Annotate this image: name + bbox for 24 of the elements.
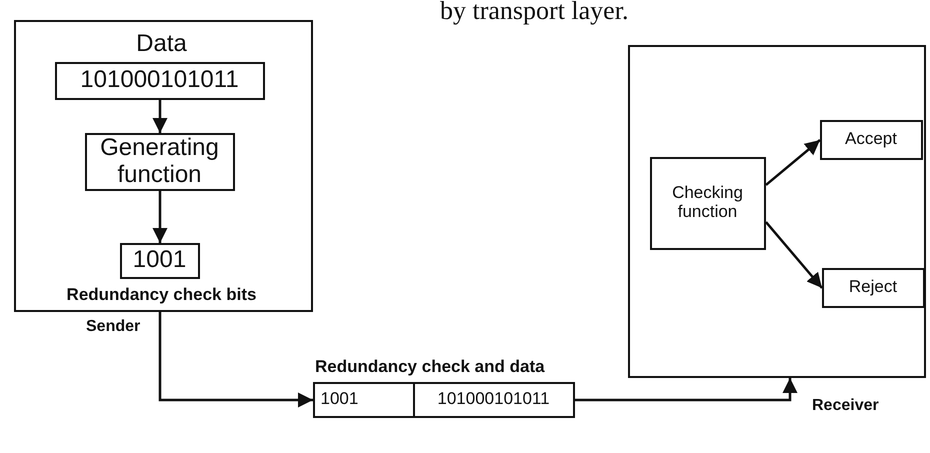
- box-text: Accept: [845, 130, 897, 149]
- box-text: 101000101011: [437, 390, 550, 409]
- box-text: 1001: [132, 247, 186, 274]
- box-text: 1001: [320, 390, 358, 409]
- node-label: Redundancy check bits: [66, 284, 258, 304]
- process-box: [822, 268, 924, 308]
- arrow: [152, 100, 168, 133]
- note-text: by transport layer.: [440, 0, 628, 26]
- box-text: Reject: [848, 278, 898, 297]
- box-text: Checking function: [671, 184, 744, 222]
- heading: Redundancy check and data: [315, 357, 545, 377]
- heading: Receiver: [812, 397, 879, 415]
- process-box: [650, 156, 766, 250]
- node-label: Data: [135, 30, 188, 58]
- box-text: 101000101011: [80, 67, 239, 94]
- arrow: [765, 221, 823, 289]
- process-box: [820, 120, 922, 160]
- heading: Sender: [86, 318, 140, 336]
- arrow: [152, 191, 168, 243]
- arrow: [765, 139, 821, 186]
- arrow: [575, 378, 798, 402]
- arrow: [158, 312, 313, 408]
- process-box: [84, 132, 234, 190]
- box-text: Generating function: [99, 135, 220, 188]
